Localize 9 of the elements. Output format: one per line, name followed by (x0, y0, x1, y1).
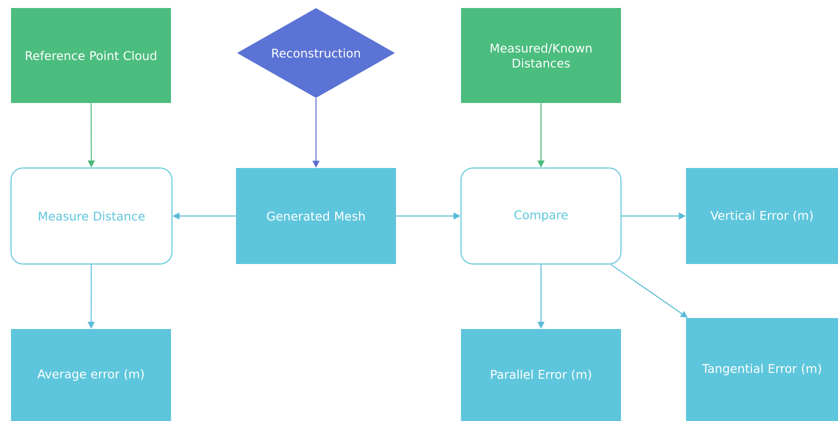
result-box: Vertical Error (m) (686, 168, 838, 264)
result-box: Average error (m) (11, 329, 171, 421)
result-box: Parallel Error (m) (461, 329, 621, 421)
result-box: Generated Mesh (236, 168, 396, 264)
result-box: Tangential Error (m) (686, 318, 838, 421)
process-box: Reference Point Cloud (11, 8, 171, 103)
process-box: Compare (460, 168, 622, 264)
process-box: Measure Distance (10, 168, 172, 264)
process-box: Measured/Known Distances (461, 8, 621, 103)
